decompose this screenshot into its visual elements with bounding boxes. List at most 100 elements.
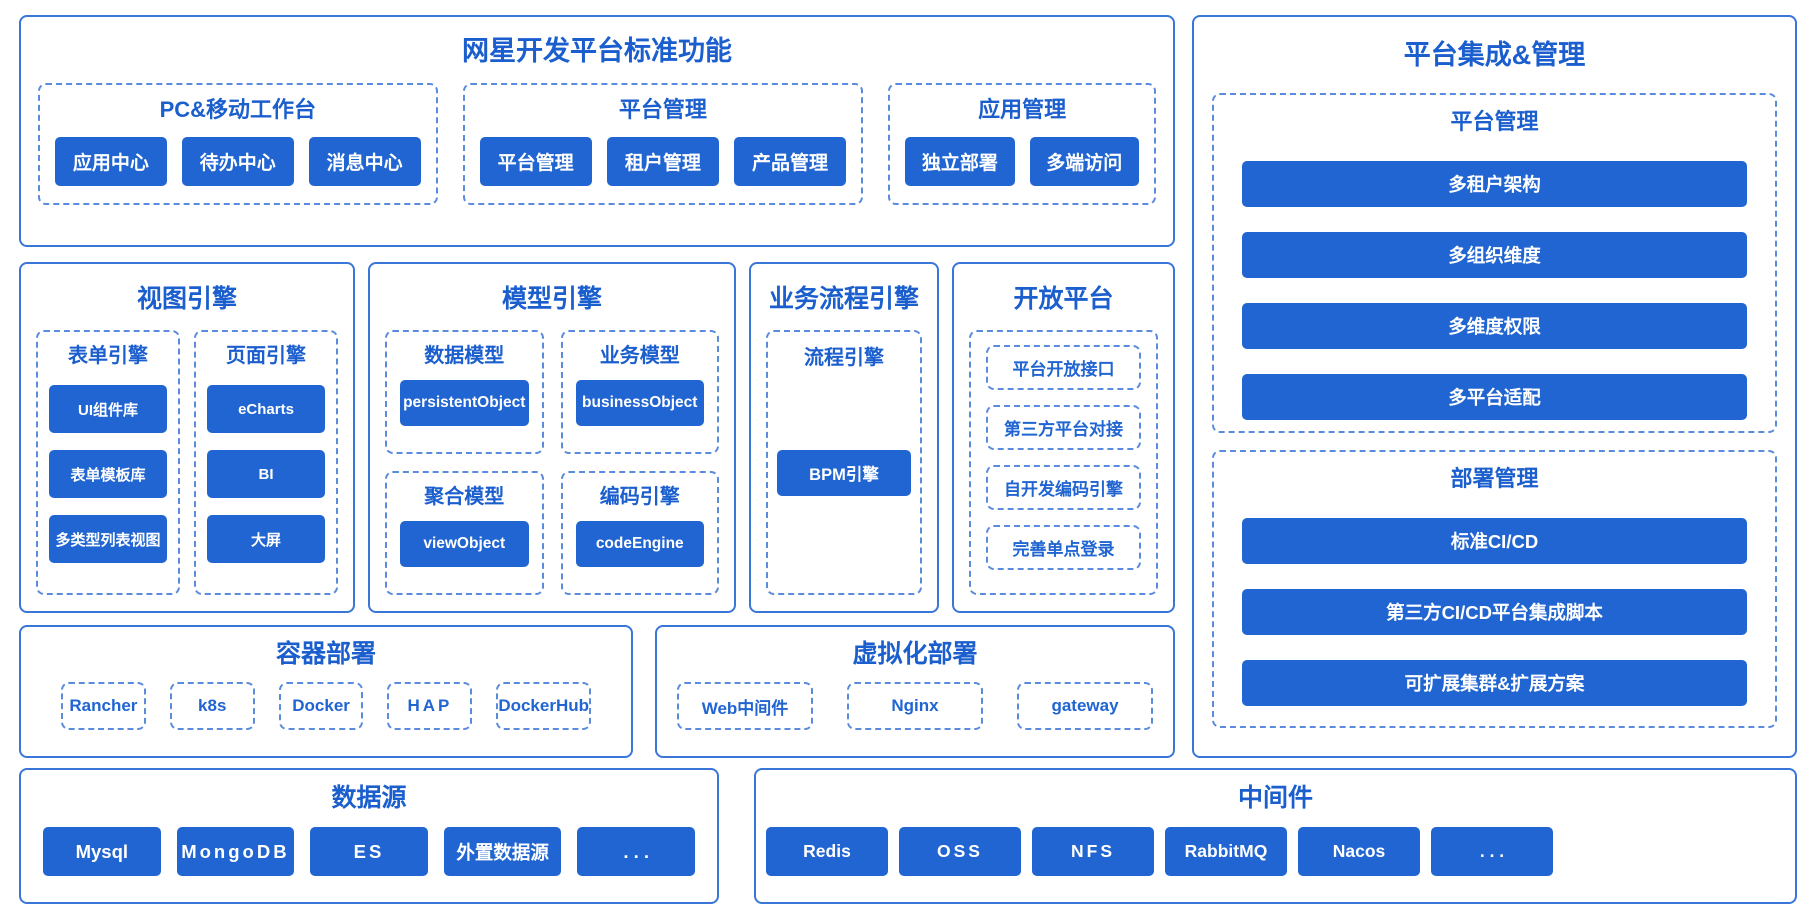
group-form-engine: 表单引擎 UI组件库 表单模板库 多类型列表视图 bbox=[36, 330, 180, 595]
node-multi-dimension-permission: 多维度权限 bbox=[1242, 302, 1747, 349]
section-view-engine-title: 视图引擎 bbox=[136, 285, 237, 313]
section-view-engine: 视图引擎 表单引擎 UI组件库 表单模板库 多类型列表视图 页面引擎 eChar… bbox=[19, 262, 355, 613]
group-process-engine: 流程引擎 BPM引擎 bbox=[766, 330, 922, 595]
node-mysql: Mysql bbox=[43, 827, 161, 876]
node-nacos: Nacos bbox=[1298, 827, 1420, 876]
section-platform-integration: 平台集成&管理 平台管理 多租户架构 多组织维度 多维度权限 多平台适配 部署管… bbox=[1192, 15, 1797, 758]
bottom-row: 数据源 Mysql MongoDB ES 外置数据源 . . . 中间件 Red… bbox=[19, 768, 1797, 904]
node-nfs: NFS bbox=[1032, 827, 1154, 876]
group-app-mgmt: 应用管理 独立部署 多端访问 bbox=[888, 83, 1156, 206]
node-multi-tenant-arch: 多租户架构 bbox=[1242, 160, 1747, 207]
item-k8s: k8s bbox=[169, 682, 255, 730]
standard-groups: PC&移动工作台 应用中心 待办中心 消息中心 平台管理 平台管理 租户管理 产… bbox=[38, 83, 1156, 206]
section-middleware: 中间件 Redis OSS NFS RabbitMQ Nacos . . . bbox=[754, 768, 1797, 904]
section-model-engine: 模型引擎 数据模型 persistentObject 业务模型 business… bbox=[368, 262, 736, 613]
node-big-screen: 大屏 bbox=[207, 515, 325, 563]
node-mongodb: MongoDB bbox=[176, 827, 295, 876]
group-page-engine-title: 页面引擎 bbox=[226, 345, 306, 367]
cell-code-engine-title: 编码引擎 bbox=[599, 486, 680, 508]
item-hap: HAP bbox=[387, 682, 473, 730]
cell-aggregate-model-title: 聚合模型 bbox=[424, 486, 505, 508]
node-multi-platform-adapt: 多平台适配 bbox=[1242, 373, 1747, 420]
container-deploy-items: Rancher k8s Docker HAP DockerHub bbox=[41, 682, 611, 730]
virtualization-deploy-items: Web中间件 Nginx gateway bbox=[677, 682, 1153, 730]
node-rabbitmq: RabbitMQ bbox=[1165, 827, 1287, 876]
node-bpm-engine: BPM引擎 bbox=[777, 450, 911, 496]
model-engine-grid: 数据模型 persistentObject 业务模型 businessObjec… bbox=[385, 330, 719, 595]
section-process-engine-title: 业务流程引擎 bbox=[768, 285, 919, 313]
section-container-deploy: 容器部署 Rancher k8s Docker HAP DockerHub bbox=[19, 625, 633, 758]
section-standard-functions: 网星开发平台标准功能 PC&移动工作台 应用中心 待办中心 消息中心 平台管理 bbox=[19, 15, 1175, 247]
node-external-datasource: 外置数据源 bbox=[443, 827, 562, 876]
node-more-middleware: . . . bbox=[1431, 827, 1553, 876]
item-rancher: Rancher bbox=[61, 682, 146, 730]
section-virtualization-deploy: 虚拟化部署 Web中间件 Nginx gateway bbox=[655, 625, 1175, 758]
node-multi-type-list-view: 多类型列表视图 bbox=[49, 515, 167, 563]
section-open-platform: 开放平台 平台开放接口 第三方平台对接 自开发编码引擎 完善单点登录 bbox=[952, 262, 1175, 613]
node-standalone-deploy: 独立部署 bbox=[905, 136, 1015, 186]
group-integration-deploy-mgmt-title: 部署管理 bbox=[1450, 466, 1539, 492]
section-datasource-title: 数据源 bbox=[331, 784, 407, 812]
node-todo-center: 待办中心 bbox=[181, 136, 294, 186]
deploy-row: 容器部署 Rancher k8s Docker HAP DockerHub 虚拟… bbox=[19, 625, 1175, 758]
open-platform-list: 平台开放接口 第三方平台对接 自开发编码引擎 完善单点登录 bbox=[969, 330, 1158, 595]
node-scalable-cluster: 可扩展集群&扩展方案 bbox=[1242, 659, 1747, 706]
top-area: 网星开发平台标准功能 PC&移动工作台 应用中心 待办中心 消息中心 平台管理 bbox=[19, 15, 1797, 758]
group-pc-mobile-workbench-title: PC&移动工作台 bbox=[159, 97, 317, 123]
node-form-template-lib: 表单模板库 bbox=[49, 450, 167, 498]
item-sso-login: 完善单点登录 bbox=[986, 525, 1141, 570]
group-integration-deploy-mgmt: 部署管理 标准CI/CD 第三方CI/CD平台集成脚本 可扩展集群&扩展方案 bbox=[1212, 450, 1777, 729]
group-process-engine-title: 流程引擎 bbox=[804, 347, 884, 369]
section-container-deploy-title: 容器部署 bbox=[275, 640, 376, 668]
item-nginx: Nginx bbox=[847, 682, 983, 730]
item-gateway: gateway bbox=[1017, 682, 1153, 730]
node-ui-component-lib: UI组件库 bbox=[49, 385, 167, 433]
cell-data-model-title: 数据模型 bbox=[424, 345, 505, 367]
cell-business-model: 业务模型 businessObject bbox=[560, 330, 719, 454]
cell-aggregate-model: 聚合模型 viewObject bbox=[385, 471, 544, 595]
section-virtualization-deploy-title: 虚拟化部署 bbox=[852, 640, 978, 668]
item-third-party-platform: 第三方平台对接 bbox=[986, 405, 1141, 450]
group-items: 平台管理 租户管理 产品管理 bbox=[479, 136, 847, 186]
view-engine-columns: 表单引擎 UI组件库 表单模板库 多类型列表视图 页面引擎 eCharts BI… bbox=[36, 330, 338, 595]
item-docker: Docker bbox=[278, 682, 364, 730]
item-dockerhub: DockerHub bbox=[496, 682, 591, 730]
group-platform-mgmt-title: 平台管理 bbox=[618, 97, 707, 123]
node-business-object: businessObject bbox=[575, 380, 704, 426]
node-persistent-object: persistentObject bbox=[400, 380, 529, 426]
right-column: 平台集成&管理 平台管理 多租户架构 多组织维度 多维度权限 多平台适配 部署管… bbox=[1192, 15, 1797, 758]
node-echarts: eCharts bbox=[207, 385, 325, 433]
section-standard-functions-title: 网星开发平台标准功能 bbox=[462, 36, 732, 66]
group-platform-mgmt: 平台管理 平台管理 租户管理 产品管理 bbox=[462, 83, 864, 206]
group-app-mgmt-title: 应用管理 bbox=[978, 97, 1067, 123]
group-items: 应用中心 待办中心 消息中心 bbox=[55, 136, 421, 186]
middleware-items: Redis OSS NFS RabbitMQ Nacos . . . bbox=[766, 827, 1785, 876]
datasource-items: Mysql MongoDB ES 外置数据源 . . . bbox=[43, 827, 695, 876]
node-third-party-cicd-script: 第三方CI/CD平台集成脚本 bbox=[1242, 588, 1747, 635]
node-es: ES bbox=[310, 827, 428, 876]
left-column: 网星开发平台标准功能 PC&移动工作台 应用中心 待办中心 消息中心 平台管理 bbox=[19, 15, 1175, 758]
section-open-platform-title: 开放平台 bbox=[1013, 285, 1114, 313]
node-product-mgmt: 产品管理 bbox=[733, 136, 847, 186]
section-model-engine-title: 模型引擎 bbox=[501, 285, 602, 313]
cell-code-engine: 编码引擎 codeEngine bbox=[560, 471, 719, 595]
group-integration-platform-mgmt: 平台管理 多租户架构 多组织维度 多维度权限 多平台适配 bbox=[1212, 93, 1777, 434]
section-process-engine: 业务流程引擎 流程引擎 BPM引擎 bbox=[749, 262, 939, 613]
node-tenant-mgmt: 租户管理 bbox=[606, 136, 719, 186]
group-items: 独立部署 多端访问 bbox=[905, 136, 1140, 186]
group-page-engine: 页面引擎 eCharts BI 大屏 bbox=[194, 330, 338, 595]
item-open-api: 平台开放接口 bbox=[986, 345, 1141, 390]
group-pc-mobile-workbench: PC&移动工作台 应用中心 待办中心 消息中心 bbox=[38, 83, 438, 206]
node-view-object: viewObject bbox=[400, 521, 529, 567]
node-code-engine: codeEngine bbox=[575, 521, 704, 567]
node-oss: OSS bbox=[899, 827, 1021, 876]
item-self-dev-code-engine: 自开发编码引擎 bbox=[986, 465, 1141, 510]
node-platform-mgmt: 平台管理 bbox=[479, 136, 592, 186]
group-form-engine-title: 表单引擎 bbox=[68, 345, 148, 367]
section-datasource: 数据源 Mysql MongoDB ES 外置数据源 . . . bbox=[19, 768, 719, 904]
node-app-center: 应用中心 bbox=[55, 136, 167, 186]
cell-business-model-title: 业务模型 bbox=[599, 345, 680, 367]
node-more-datasource: . . . bbox=[577, 827, 695, 876]
engines-row: 视图引擎 表单引擎 UI组件库 表单模板库 多类型列表视图 页面引擎 eChar… bbox=[19, 262, 1175, 613]
